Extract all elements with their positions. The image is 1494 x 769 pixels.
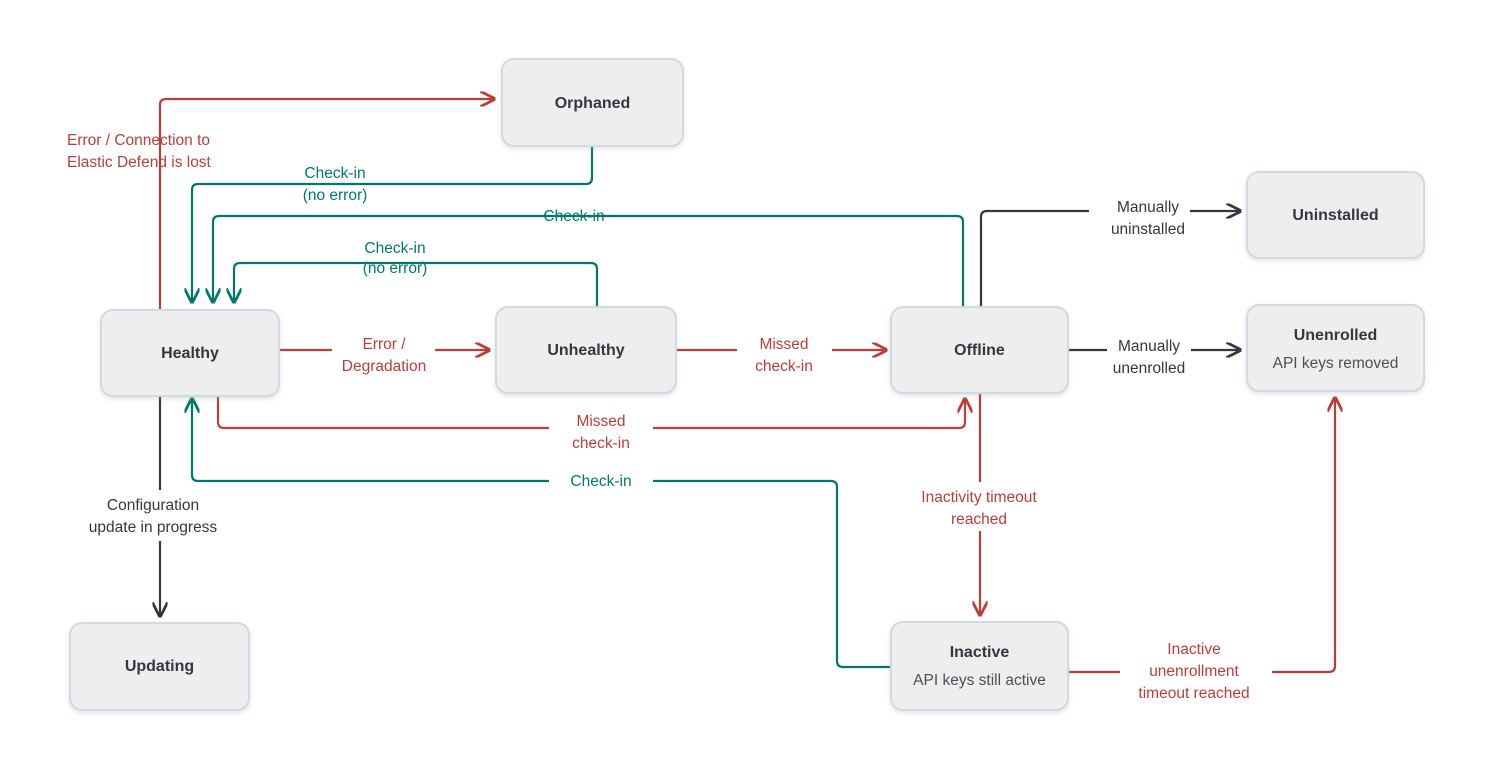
edge-label-checkin-noerror-low-line2: (no error) bbox=[363, 260, 428, 277]
edge-label-error-connection: Error / Connection to Elastic Defend is … bbox=[67, 132, 212, 171]
node-unenrolled[interactable]: Unenrolled API keys removed bbox=[1246, 304, 1425, 392]
edge-inactive-to-unenrolled bbox=[1068, 398, 1335, 674]
edge-healthy-to-offline bbox=[216, 396, 965, 430]
edge-label-checkin-noerror-low-line1: Check-in bbox=[364, 240, 425, 257]
node-healthy-box[interactable] bbox=[100, 309, 280, 397]
edge-label-checkin-noerror-low: Check-in (no error) bbox=[363, 240, 428, 277]
edge-label-missed-checkin-top-line1: Missed bbox=[759, 336, 808, 353]
node-orphaned[interactable]: Orphaned bbox=[501, 58, 684, 147]
node-inactive[interactable]: Inactive API keys still active bbox=[890, 621, 1069, 711]
edge-label-configuration-update-line2: update in progress bbox=[89, 519, 218, 536]
node-inactive-label: Inactive bbox=[950, 644, 1010, 661]
edge-offline-to-healthy-checkin bbox=[213, 214, 965, 307]
edge-label-inactive-unenrollment: Inactive unenrollment timeout reached bbox=[1138, 641, 1249, 702]
edge-label-checkin-bottom-text: Check-in bbox=[570, 473, 631, 490]
edge-label-checkin-noerror-top-line2: (no error) bbox=[303, 187, 368, 204]
edge-label-inactivity-timeout-line2: reached bbox=[951, 511, 1007, 528]
edge-label-missed-checkin-low-line2: check-in bbox=[572, 435, 630, 452]
edge-label-inactive-unenrollment-line2: unenrollment bbox=[1149, 663, 1239, 680]
edge-label-checkin-mid: Check-in bbox=[543, 208, 604, 225]
edge-label-checkin-bottom: Check-in bbox=[570, 473, 631, 490]
edge-label-manually-uninstalled-line2: uninstalled bbox=[1111, 221, 1185, 238]
edge-label-missed-checkin-low-line1: Missed bbox=[576, 413, 625, 430]
edge-label-inactivity-timeout-line1: Inactivity timeout bbox=[921, 489, 1037, 506]
edge-offline-to-uninstalled bbox=[979, 211, 1240, 307]
edge-label-configuration-update-line1: Configuration bbox=[107, 497, 199, 514]
node-inactive-box[interactable] bbox=[890, 621, 1069, 711]
edge-label-missed-checkin-top-line2: check-in bbox=[755, 358, 813, 375]
edge-label-manually-unenrolled: Manually unenrolled bbox=[1113, 338, 1185, 377]
edge-label-checkin-noerror-top-line1: Check-in bbox=[304, 165, 365, 182]
node-unhealthy-box[interactable] bbox=[495, 306, 677, 394]
edge-unhealthy-to-healthy bbox=[234, 261, 599, 307]
edge-label-missed-checkin-top: Missed check-in bbox=[755, 336, 813, 375]
node-orphaned-label: Orphaned bbox=[555, 95, 631, 112]
edge-label-inactive-unenrollment-line3: timeout reached bbox=[1138, 685, 1249, 702]
node-orphaned-box[interactable] bbox=[501, 58, 684, 147]
node-unhealthy[interactable]: Unhealthy bbox=[495, 306, 677, 394]
node-uninstalled-label: Uninstalled bbox=[1292, 207, 1378, 224]
edge-label-checkin-noerror-top: Check-in (no error) bbox=[303, 165, 368, 204]
node-healthy-label: Healthy bbox=[161, 345, 219, 362]
node-uninstalled-box[interactable] bbox=[1246, 171, 1425, 259]
edge-healthy-to-orphaned bbox=[158, 99, 494, 310]
edge-label-error-degradation-line2: Degradation bbox=[342, 358, 426, 375]
node-unhealthy-label: Unhealthy bbox=[547, 342, 624, 359]
edge-label-manually-uninstalled: Manually uninstalled bbox=[1111, 199, 1185, 238]
node-inactive-sublabel: API keys still active bbox=[913, 672, 1046, 689]
edge-label-inactive-unenrollment-line1: Inactive bbox=[1167, 641, 1220, 658]
node-updating-label: Updating bbox=[125, 658, 194, 675]
node-unenrolled-sublabel: API keys removed bbox=[1273, 355, 1399, 372]
edge-label-error-connection-line1: Error / Connection to bbox=[67, 132, 210, 149]
node-updating-box[interactable] bbox=[69, 622, 250, 711]
node-offline-box[interactable] bbox=[890, 306, 1069, 394]
node-healthy[interactable]: Healthy bbox=[100, 309, 280, 397]
node-unenrolled-label: Unenrolled bbox=[1294, 327, 1378, 344]
edge-orphaned-to-healthy bbox=[192, 146, 594, 302]
node-unenrolled-box[interactable] bbox=[1246, 304, 1425, 392]
edge-label-error-degradation: Error / Degradation bbox=[342, 336, 426, 375]
edge-inactive-to-healthy bbox=[192, 399, 891, 669]
edge-label-configuration-update: Configuration update in progress bbox=[89, 497, 218, 536]
edge-label-error-connection-line2: Elastic Defend is lost bbox=[67, 154, 212, 171]
edge-label-inactivity-timeout: Inactivity timeout reached bbox=[921, 489, 1037, 528]
edge-label-missed-checkin-low: Missed check-in bbox=[572, 413, 630, 452]
edge-label-manually-uninstalled-line1: Manually bbox=[1117, 199, 1179, 216]
node-offline[interactable]: Offline bbox=[890, 306, 1069, 394]
node-uninstalled[interactable]: Uninstalled bbox=[1246, 171, 1425, 259]
edge-label-manually-unenrolled-line1: Manually bbox=[1118, 338, 1180, 355]
edge-label-checkin-mid-text: Check-in bbox=[543, 208, 604, 225]
node-updating[interactable]: Updating bbox=[69, 622, 250, 711]
edge-label-error-degradation-line1: Error / bbox=[362, 336, 406, 353]
edge-label-manually-unenrolled-line2: unenrolled bbox=[1113, 360, 1185, 377]
node-offline-label: Offline bbox=[954, 342, 1005, 359]
